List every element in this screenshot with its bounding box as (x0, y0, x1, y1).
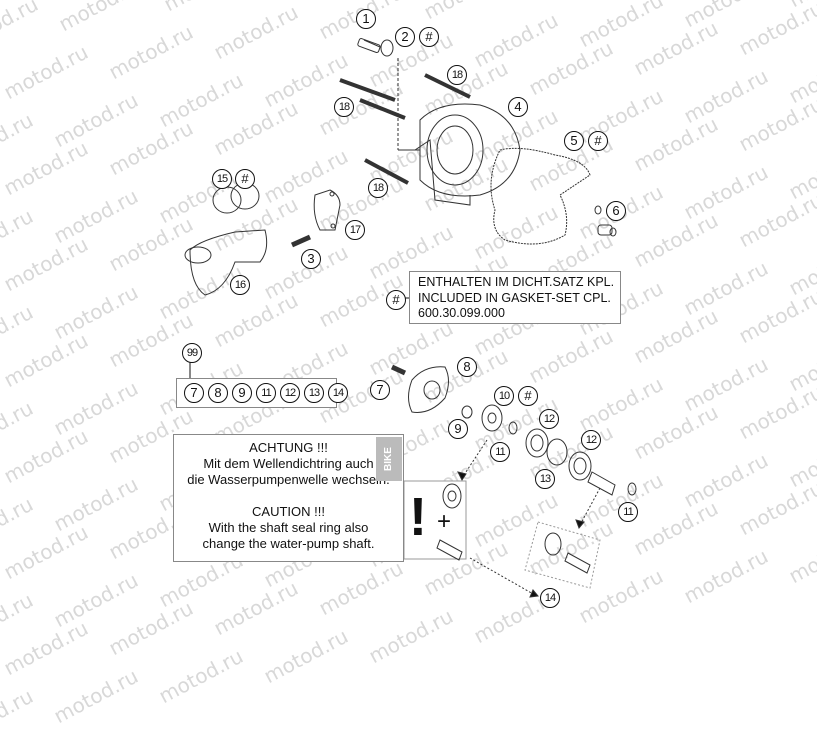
caution-de-line2: die Wasserpumpenwelle wechseln. (187, 472, 390, 487)
kit-item-7: 7 (184, 383, 204, 403)
callout-9: 9 (448, 419, 468, 439)
callout-17: 17 (345, 220, 365, 240)
callout-11a: 11 (490, 442, 510, 462)
callout-14: 14 (540, 588, 560, 608)
warning-exclamation-icon: ! (409, 487, 427, 547)
callout-8: 8 (457, 357, 477, 377)
callout-5: 5 (564, 131, 584, 151)
callout-12b: 12 (581, 430, 601, 450)
callout-16: 16 (230, 275, 250, 295)
callout-18c: 18 (368, 178, 388, 198)
gasket-set-note: ENTHALTEN IM DICHT.SATZ KPL. INCLUDED IN… (409, 271, 621, 324)
bolt-part-1 (357, 38, 381, 53)
gasket-note-line-de: ENTHALTEN IM DICHT.SATZ KPL. (418, 275, 615, 289)
callout-7: 7 (370, 380, 390, 400)
callout-3: 3 (301, 249, 321, 269)
caution-en-line1: With the shaft seal ring also (208, 520, 369, 535)
callout-hash_note: # (386, 290, 406, 310)
callout-1: 1 (356, 9, 376, 29)
callout-6: 6 (606, 201, 626, 221)
kit-item-8: 8 (208, 383, 228, 403)
callout-15: 15 (212, 169, 232, 189)
callout-11b: 11 (618, 502, 638, 522)
callout-4: 4 (508, 97, 528, 117)
plus-icon: + (437, 508, 452, 535)
parts-drawing (184, 38, 637, 598)
caution-note: ACHTUNG !!! Mit dem Wellendichtring auch… (173, 434, 404, 562)
callout-5h: # (588, 131, 608, 151)
caution-de-line1: Mit dem Wellendichtring auch (203, 456, 374, 471)
kit-item-9: 9 (232, 383, 252, 403)
kit-item-13: 13 (304, 383, 324, 403)
callout-15h: # (235, 169, 255, 189)
callout-18a: 18 (447, 65, 467, 85)
gasket-note-part-number: 600.30.099.000 (418, 306, 505, 320)
callout-10h: # (518, 386, 538, 406)
kit-item-11: 11 (256, 383, 276, 403)
callout-2: 2 (395, 27, 415, 47)
kit-item-12: 12 (280, 383, 300, 403)
callout-2h: # (419, 27, 439, 47)
callout-13: 13 (535, 469, 555, 489)
kit-item-14: 14 (328, 383, 348, 403)
callout-99: 99 (182, 343, 202, 363)
callout-12a: 12 (539, 409, 559, 429)
gasket-note-line-en: INCLUDED IN GASKET-SET CPL. (418, 290, 611, 305)
caution-de-title: ACHTUNG !!! (249, 440, 328, 455)
pump-housing-part-4 (398, 103, 521, 206)
bike-logo: BIKE (376, 437, 402, 481)
callout-18b: 18 (334, 97, 354, 117)
caution-en-title: CAUTION !!! (252, 504, 325, 519)
caution-en-line2: change the water-pump shaft. (202, 536, 375, 551)
callout-10: 10 (494, 386, 514, 406)
